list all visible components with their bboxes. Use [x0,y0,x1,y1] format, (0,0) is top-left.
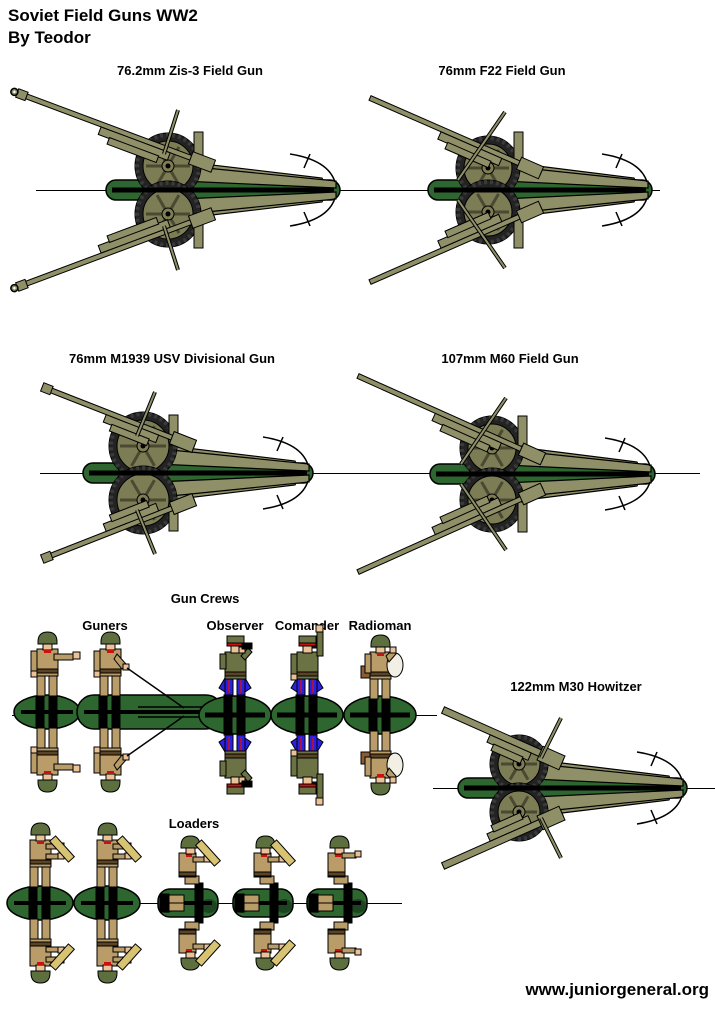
gun-illustration-f22 [361,95,653,290]
figure-loader_kneel2 [306,835,368,971]
label-usv-gun: 76mm M1939 USV Divisional Gun [69,351,275,366]
fold-line [40,473,700,474]
label-loaders: Loaders [168,816,220,831]
footer-url: www.juniorgeneral.org [525,980,709,999]
label-m30-howitzer: 122mm M30 Howitzer [510,679,642,694]
figure-loader_kneel [157,835,222,971]
label-f22-gun: 76mm F22 Field Gun [438,63,566,78]
figure-loader_stand [73,822,143,984]
label-zis3-gun: 76.2mm Zis-3 Field Gun [117,63,263,78]
page-title: Soviet Field Guns WW2 [8,6,198,25]
figure-loader_kneel [232,835,297,971]
figure-radioman [343,634,417,796]
figure-gunner_lanyard [76,631,224,793]
gun-illustration-m30 [433,706,688,875]
page-byline: By Teodor [8,28,91,47]
fold-line [36,190,660,191]
figure-commander [270,624,344,806]
figure-gunner [13,631,81,793]
gun-illustration-zis3 [10,87,341,296]
gun-illustration-usv [34,382,314,568]
label-observer: Observer [206,618,264,633]
label-guners: Guners [82,618,128,633]
label-gun-crews: Gun Crews [170,591,240,606]
label-m60-gun: 107mm M60 Field Gun [441,351,579,366]
gun-illustration-m60 [356,373,656,576]
page-title-block: Soviet Field Guns WW2 By Teodor [8,5,198,49]
figure-loader_stand [6,822,76,984]
label-radioman: Radioman [348,618,412,633]
